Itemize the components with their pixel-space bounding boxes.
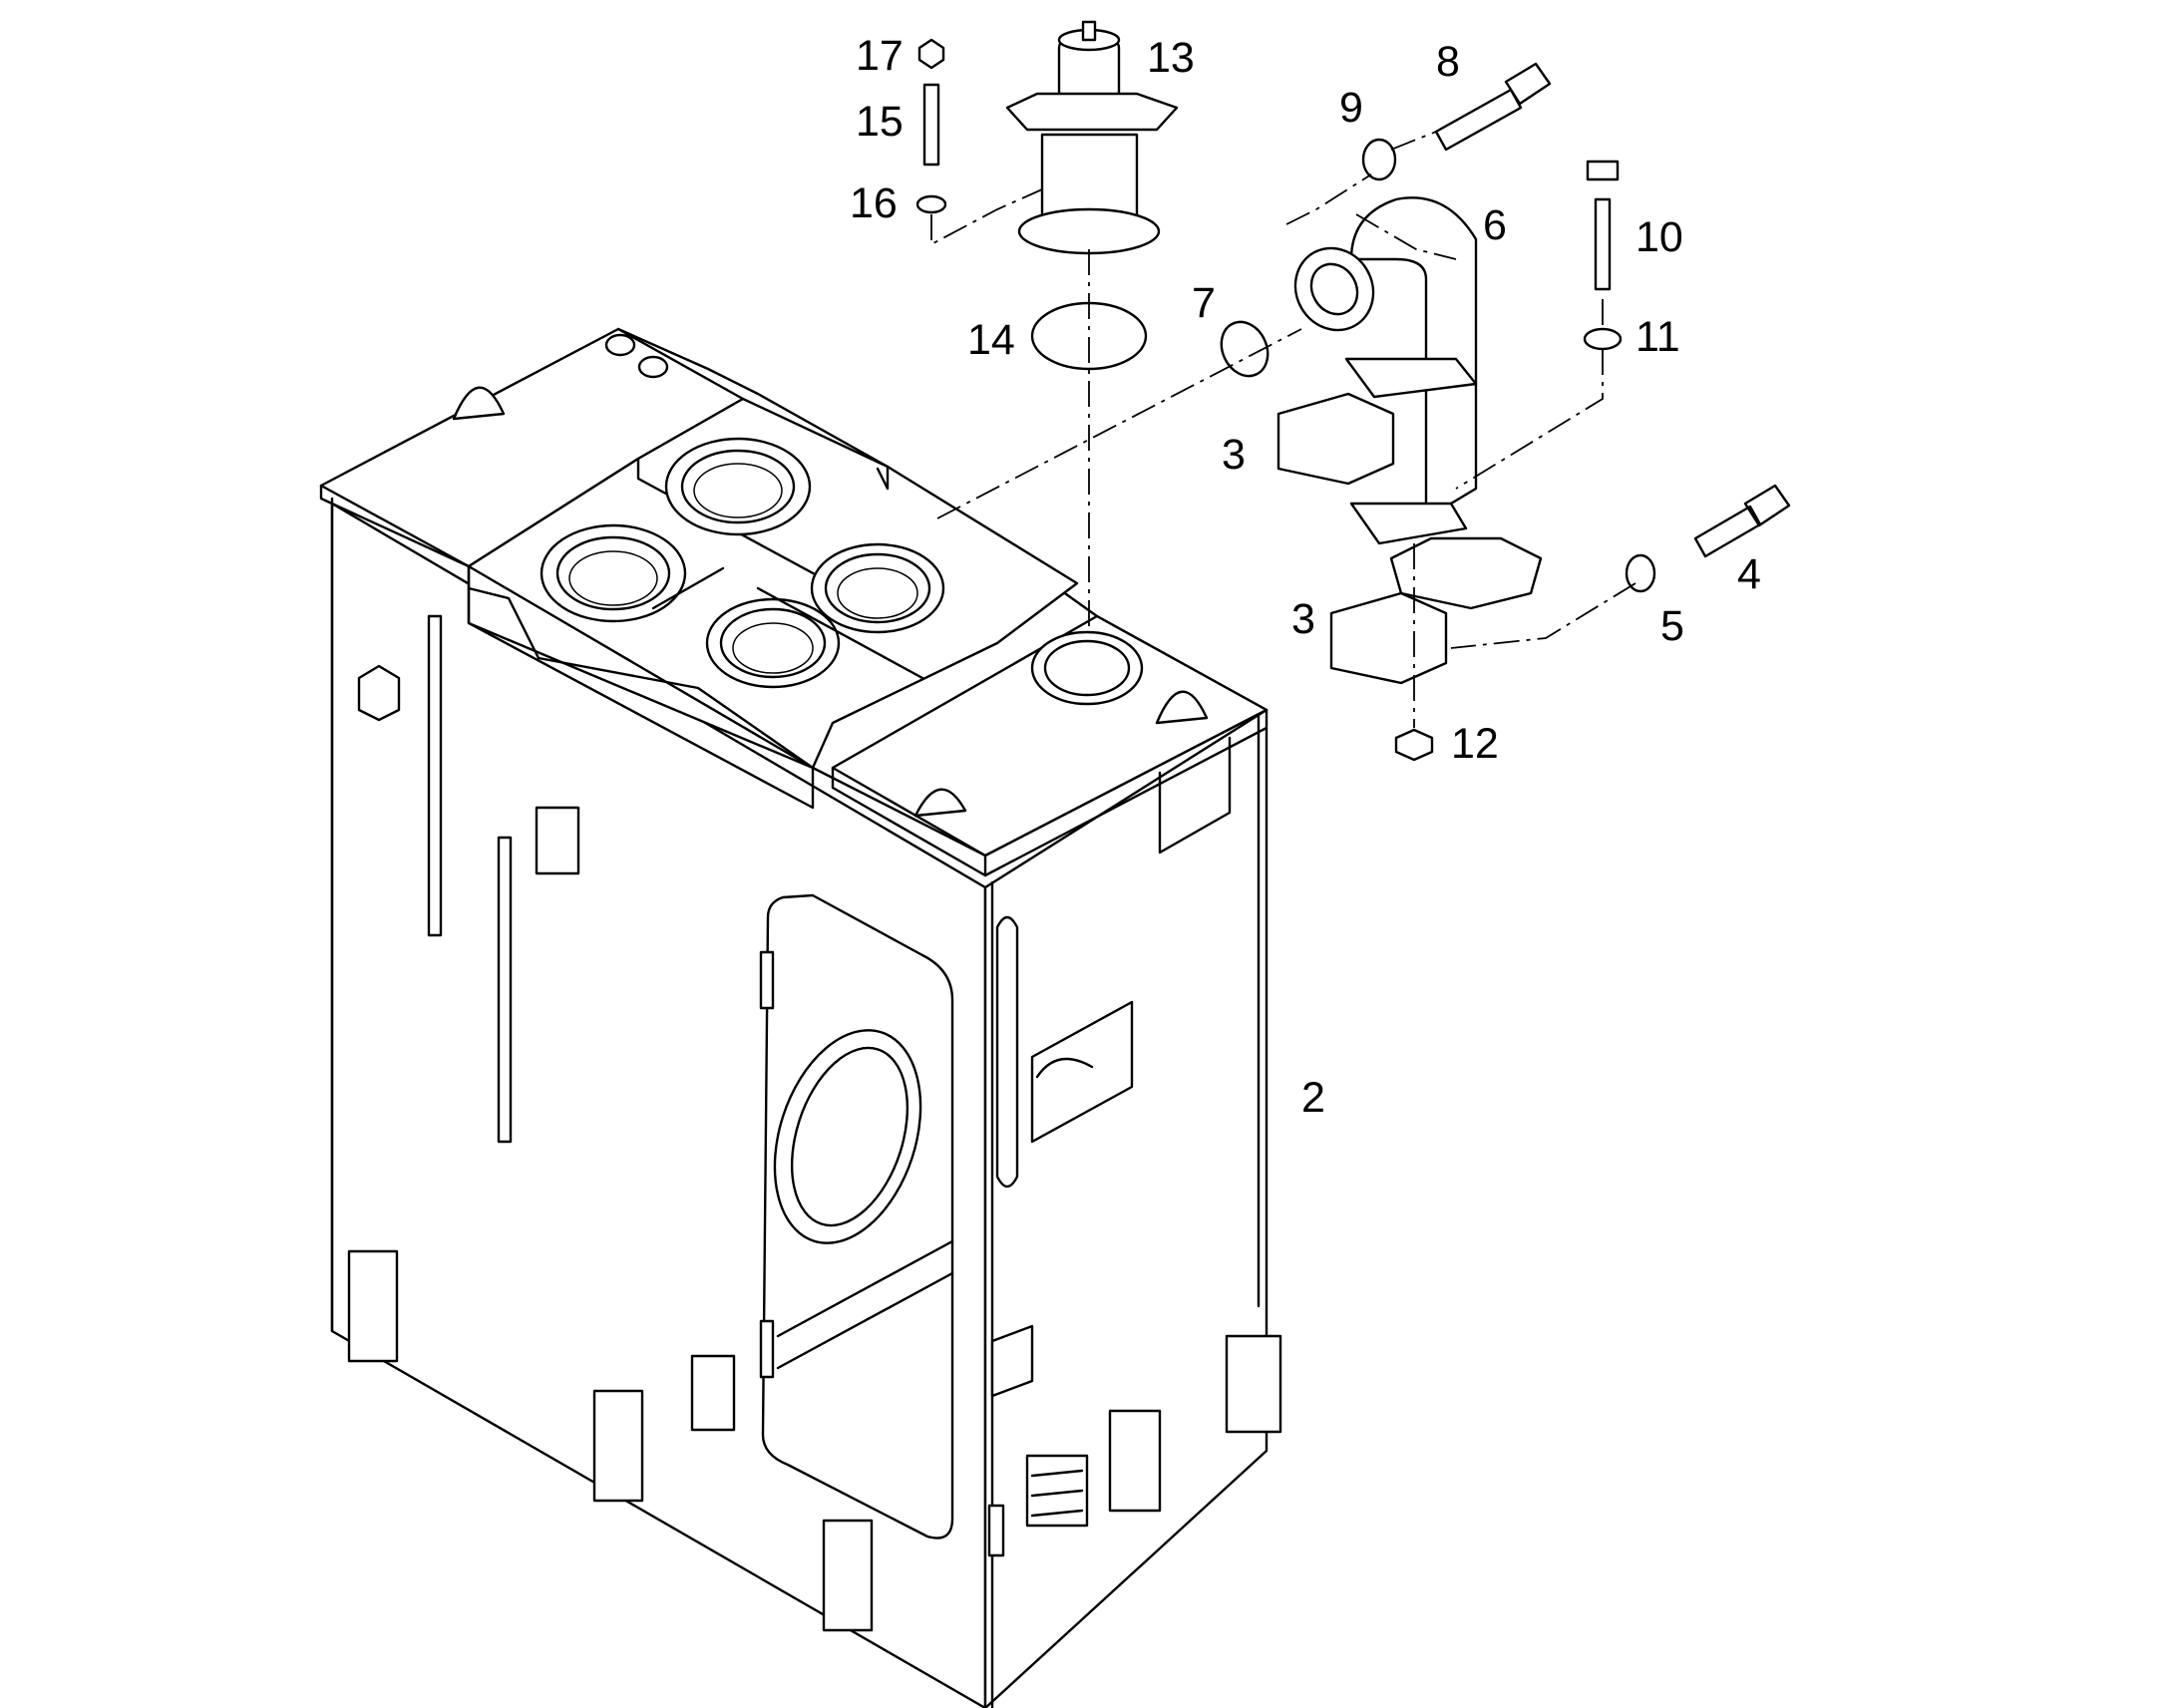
- internal-fitting: [1030, 1000, 1134, 1144]
- bracket-3-lower: [1329, 591, 1448, 685]
- callout-3-lower: 3: [1291, 595, 1315, 643]
- bolt-8: [1434, 62, 1552, 152]
- top-raised-section: [467, 397, 1079, 770]
- side-block-1: [535, 806, 580, 875]
- callout-2: 2: [1301, 1074, 1325, 1122]
- o-ring-7: [1220, 320, 1270, 378]
- top-opening-2: [540, 523, 687, 623]
- door-port-inner: [790, 1046, 909, 1227]
- callout-15: 15: [856, 98, 904, 146]
- grab-handle-side: [995, 915, 1019, 1189]
- washer-9: [1361, 138, 1397, 181]
- washer-5: [1625, 553, 1656, 593]
- foot-pad-3: [690, 1354, 736, 1432]
- breather-stem: [1081, 20, 1097, 42]
- lifting-eye-1: [452, 386, 506, 421]
- door-hinge-2: [759, 1319, 775, 1379]
- callout-13: 13: [1147, 34, 1195, 82]
- callout-labels: 17 13 8 9 15 16 6 10 7 14 11 3 4 3 5 12 …: [850, 32, 1761, 1122]
- fill-cap-2: [637, 355, 669, 379]
- elbow-outlet-flange: [1293, 246, 1375, 332]
- callout-16: 16: [850, 179, 898, 227]
- callout-6: 6: [1483, 201, 1507, 249]
- tank-body: [319, 327, 1282, 1708]
- foot-pad-1: [347, 1249, 399, 1363]
- junction-box-1: [1225, 1334, 1282, 1434]
- stud-15: [922, 83, 940, 167]
- callout-10: 10: [1635, 213, 1683, 261]
- elbow-support-plate-lower: [1349, 502, 1468, 545]
- tank-right-face: [983, 708, 1269, 1708]
- stud-set: [915, 38, 947, 214]
- callout-12: 12: [1451, 720, 1499, 768]
- bolt-4: [1693, 484, 1791, 558]
- callout-14: 14: [967, 316, 1015, 364]
- top-opening-4: [705, 597, 841, 689]
- grab-handle-top: [1158, 736, 1232, 854]
- door-square-opening: [990, 1324, 1034, 1398]
- callout-17: 17: [856, 32, 904, 80]
- foot-pad-4: [822, 1519, 874, 1632]
- door-hinge-1: [759, 950, 775, 1010]
- top-opening-1: [664, 437, 812, 536]
- washer-11: [1583, 327, 1623, 351]
- bolt-10: [1586, 160, 1620, 291]
- elbow-base-flange: [1389, 536, 1543, 610]
- bracket-3-upper: [1276, 392, 1395, 486]
- washer-16: [915, 194, 947, 214]
- assembly-center-lines: [930, 131, 1636, 728]
- callout-8: 8: [1436, 38, 1460, 86]
- top-flat-panel-edge: [319, 484, 471, 568]
- bottom-clip: [987, 1504, 1005, 1557]
- callout-9: 9: [1339, 84, 1363, 132]
- side-strip-1: [427, 614, 443, 937]
- breather-assembly: [1005, 20, 1179, 255]
- nut-12: [1394, 728, 1434, 762]
- callout-11: 11: [1635, 313, 1680, 361]
- lifting-eye-3: [913, 788, 967, 818]
- breather-clamp: [1005, 92, 1179, 132]
- nut-17: [917, 38, 945, 70]
- side-clip: [357, 664, 401, 722]
- top-opening-5: [1030, 630, 1144, 706]
- elbow-support-plate-upper: [1344, 357, 1478, 399]
- side-strip-2: [497, 836, 513, 1144]
- breather-flange: [1017, 207, 1161, 255]
- top-opening-3: [810, 542, 945, 634]
- door-port-flange: [773, 1029, 922, 1244]
- callout-7: 7: [1192, 279, 1216, 327]
- callout-3-upper: 3: [1222, 431, 1246, 479]
- callout-4: 4: [1737, 550, 1761, 598]
- foot-pad-2: [592, 1389, 644, 1503]
- fill-cap-1: [604, 333, 636, 357]
- callout-5: 5: [1660, 602, 1684, 650]
- junction-box-2: [1108, 1409, 1162, 1513]
- lifting-eye-2: [1155, 690, 1209, 725]
